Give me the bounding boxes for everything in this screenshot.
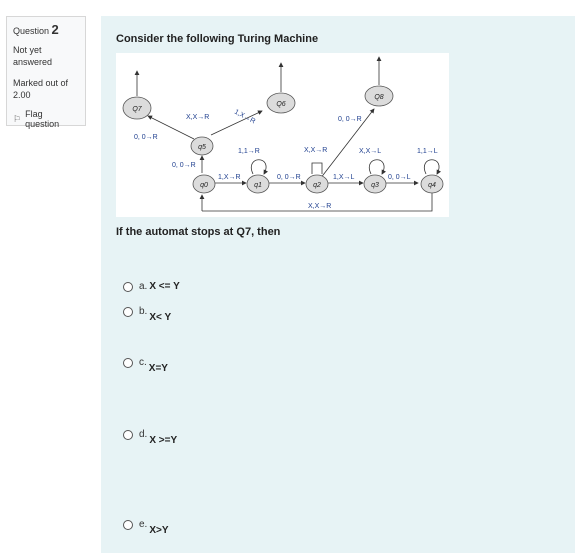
subquestion-text: If the automat stops at Q7, then: [116, 226, 281, 238]
label-q5-q6: X,X→R: [186, 114, 209, 121]
option-b-letter: b.: [139, 306, 148, 317]
option-e-letter: e.: [139, 519, 148, 530]
label-q2-q3: 1,X→L: [333, 174, 355, 181]
label-q1-loop: 1,1→R: [238, 148, 260, 155]
marked-line-2: 2.00: [13, 90, 31, 100]
state-q6: Q6: [276, 101, 285, 108]
state-q8: Q8: [374, 94, 383, 101]
option-a-value: X <= Y: [149, 281, 180, 292]
state-q0: q0: [200, 182, 208, 189]
state-q2: q2: [313, 182, 321, 189]
option-c-letter: c.: [139, 357, 147, 368]
question-label: Question: [13, 26, 50, 36]
option-c-value: X=Y: [148, 363, 168, 374]
option-a[interactable]: a. X <= Y: [123, 281, 180, 292]
option-c[interactable]: c. X=Y: [123, 357, 168, 374]
status-line-2: answered: [13, 57, 53, 67]
label-q5-q7: 0, 0→R: [134, 134, 158, 141]
label-q3-loop: X,X→L: [359, 148, 381, 155]
label-q4-loop: 1,1→L: [417, 148, 438, 155]
option-e-radio[interactable]: [123, 520, 133, 530]
option-e[interactable]: e. X>Y: [123, 519, 169, 536]
option-b-radio[interactable]: [123, 307, 133, 317]
label-q1-q2: 0, 0→R: [277, 174, 301, 181]
label-q0-q1: 1,X→R: [218, 174, 241, 181]
question-grade: Marked out of 2.00: [13, 77, 79, 101]
label-q3-q4: 0, 0→L: [388, 174, 411, 181]
label-q2-loop: X,X→R: [304, 147, 327, 154]
label-q0-q5: 0, 0→R: [172, 162, 196, 169]
marked-line-1: Marked out of: [13, 78, 69, 88]
flag-icon: ⚐: [13, 113, 22, 124]
option-e-value: X>Y: [149, 525, 169, 536]
option-a-letter: a.: [139, 281, 148, 292]
label-q2-q8: 0, 0→R: [338, 116, 362, 123]
option-c-radio[interactable]: [123, 358, 133, 368]
state-q1: q1: [254, 182, 262, 189]
question-status: Not yet answered: [13, 44, 79, 68]
state-q4: q4: [428, 182, 436, 189]
question-info-panel: Question 2 Not yet answered Marked out o…: [6, 16, 86, 129]
question-number-label: Question 2: [13, 22, 79, 37]
state-q3: q3: [371, 182, 379, 189]
question-text: Consider the following Turing Machine: [116, 33, 319, 45]
flag-question-button[interactable]: ⚐ Flag question: [13, 109, 79, 129]
question-number: 2: [51, 22, 59, 37]
option-d-radio[interactable]: [123, 430, 133, 440]
option-d-letter: d.: [139, 429, 148, 440]
flag-label: Flag question: [25, 109, 60, 129]
option-b[interactable]: b. X< Y: [123, 306, 171, 323]
option-d[interactable]: d. X >=Y: [123, 429, 177, 446]
option-a-radio[interactable]: [123, 282, 133, 292]
question-content: Consider the following Turing Machine: [101, 16, 575, 553]
turing-machine-diagram: Q7 Q6 Q8 q5 q0 q1 q2 q3 q4 0, 0→R X,X→R …: [116, 53, 449, 217]
option-d-value: X >=Y: [149, 435, 178, 446]
label-q4-q0: X,X→R: [308, 203, 331, 210]
state-q5: q5: [198, 144, 206, 151]
option-b-value: X< Y: [149, 312, 172, 323]
state-q7: Q7: [132, 106, 142, 113]
status-line-1: Not yet: [13, 45, 42, 55]
